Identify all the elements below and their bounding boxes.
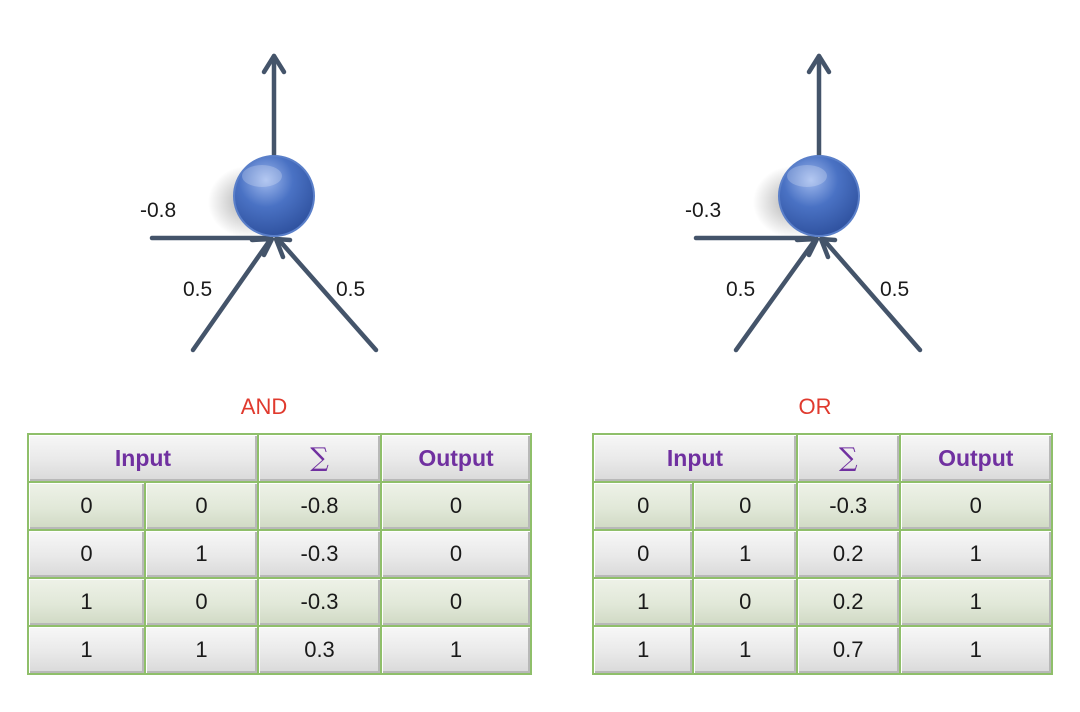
or-neuron-node [778, 155, 860, 237]
or-truth-table: Input ∑ Output 0 0 -0.3 0 0 1 0.2 1 1 0 … [591, 433, 1053, 675]
output-cell: 1 [898, 625, 1053, 675]
input-b-cell: 1 [144, 625, 259, 675]
sum-header: ∑ [257, 433, 382, 483]
input-header: Input [592, 433, 798, 483]
input-a-cell: 1 [27, 577, 146, 627]
input-a-cell: 1 [591, 625, 695, 675]
sum-header: ∑ [795, 433, 901, 483]
output-cell: 0 [380, 577, 532, 627]
input-b-cell: 0 [692, 481, 798, 531]
sum-cell: 0.7 [795, 625, 901, 675]
sum-cell: -0.8 [257, 481, 382, 531]
input-b-cell: 0 [144, 577, 259, 627]
sum-cell: -0.3 [257, 577, 382, 627]
sum-cell: -0.3 [257, 529, 382, 579]
and-neuron-node [233, 155, 315, 237]
input-a-cell: 1 [591, 577, 695, 627]
input-b-cell: 1 [144, 529, 259, 579]
and-truth-table: Input ∑ Output 0 0 -0.8 0 0 1 -0.3 0 1 0… [27, 433, 532, 675]
and-bias-weight: -0.8 [140, 199, 177, 222]
table-row: 0 1 -0.3 0 [27, 529, 532, 579]
table-row: 1 1 0.3 1 [27, 625, 532, 675]
input-b-cell: 1 [692, 625, 798, 675]
input-b-cell: 1 [692, 529, 798, 579]
and-gate-title: AND [240, 394, 288, 419]
and-gate-panel: -0.8 0.5 0.5 AND Input ∑ Output 0 0 -0.8… [27, 53, 532, 675]
or-left-input-arrow [733, 237, 818, 353]
and-left-weight: 0.5 [183, 278, 213, 301]
table-row: 1 0 -0.3 0 [27, 577, 532, 627]
input-a-cell: 0 [591, 481, 695, 531]
input-a-cell: 0 [27, 529, 146, 579]
output-header: Output [380, 433, 532, 483]
or-neuron-diagram [693, 53, 923, 353]
table-row: 0 1 0.2 1 [591, 529, 1053, 579]
or-bias-weight: -0.3 [685, 199, 722, 222]
output-cell: 0 [380, 529, 532, 579]
sum-cell: 0.2 [795, 577, 901, 627]
output-cell: 1 [898, 529, 1053, 579]
or-left-weight: 0.5 [726, 278, 756, 301]
table-row: 0 0 -0.3 0 [591, 481, 1053, 531]
or-right-weight: 0.5 [880, 278, 910, 301]
sum-cell: -0.3 [795, 481, 901, 531]
input-b-cell: 0 [692, 577, 798, 627]
input-a-cell: 0 [591, 529, 695, 579]
output-cell: 0 [898, 481, 1053, 531]
table-row: 1 1 0.7 1 [591, 625, 1053, 675]
or-output-arrowhead [806, 53, 832, 75]
table-row: 0 0 -0.8 0 [27, 481, 532, 531]
or-gate-panel: -0.3 0.5 0.5 OR Input ∑ Output 0 0 -0.3 … [565, 0, 1080, 712]
and-left-input-arrow [190, 237, 273, 353]
table-row: 1 0 0.2 1 [591, 577, 1053, 627]
output-header: Output [898, 433, 1053, 483]
and-output-arrowhead [261, 53, 287, 75]
table-header-row: Input ∑ Output [27, 433, 532, 483]
and-input-arrowheads [249, 236, 275, 258]
or-gate-title: OR [798, 394, 832, 419]
or-right-input-arrow [821, 237, 923, 353]
table-header-row: Input ∑ Output [592, 433, 1053, 483]
sum-cell: 0.2 [795, 529, 901, 579]
output-cell: 1 [898, 577, 1053, 627]
and-right-weight: 0.5 [336, 278, 366, 301]
input-header: Input [27, 433, 259, 483]
and-neuron-diagram [149, 53, 379, 353]
or-input-arrowheads [794, 236, 820, 258]
and-right-input-arrow [276, 237, 379, 353]
sum-cell: 0.3 [257, 625, 382, 675]
input-b-cell: 0 [144, 481, 259, 531]
output-cell: 0 [380, 481, 532, 531]
output-cell: 1 [380, 625, 532, 675]
input-a-cell: 0 [27, 481, 146, 531]
input-a-cell: 1 [27, 625, 146, 675]
